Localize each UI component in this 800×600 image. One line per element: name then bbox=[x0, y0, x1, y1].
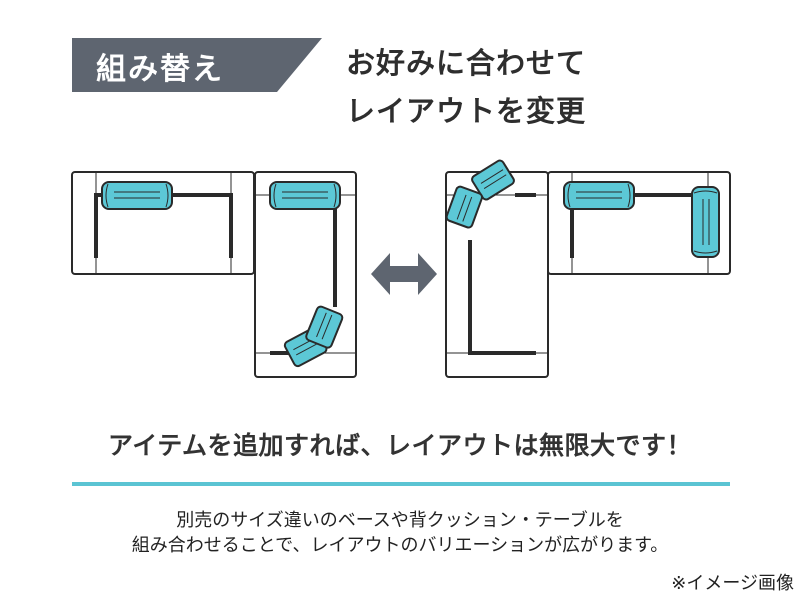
side-cushion bbox=[691, 186, 720, 258]
heading-line-1: お好みに合わせて bbox=[346, 46, 587, 80]
back-cushion bbox=[563, 181, 635, 210]
back-cushion bbox=[101, 181, 173, 210]
sofa-unit-long bbox=[254, 171, 357, 378]
headline: アイテムを追加すれば、レイアウトは無限大です！ bbox=[107, 431, 692, 460]
accent-divider bbox=[72, 482, 730, 486]
banner bbox=[72, 38, 322, 92]
right-layout bbox=[444, 158, 731, 378]
swap-arrow-icon bbox=[371, 253, 437, 295]
banner-label: 組み替え bbox=[96, 52, 224, 87]
left-layout bbox=[71, 171, 357, 378]
description-line-2: 組み合わせることで、レイアウトのバリエーションが広がります。 bbox=[131, 535, 669, 556]
sofa-unit-long bbox=[444, 158, 549, 378]
image-note: ※イメージ画像 bbox=[671, 573, 794, 594]
sofa-unit-wide bbox=[71, 171, 255, 275]
back-cushion bbox=[269, 181, 341, 210]
description-line-1: 別売のサイズ違いのベースや背クッション・テーブルを bbox=[176, 510, 624, 531]
sofa-unit-wide bbox=[547, 171, 731, 275]
heading-line-2: レイアウトを変更 bbox=[346, 94, 587, 128]
